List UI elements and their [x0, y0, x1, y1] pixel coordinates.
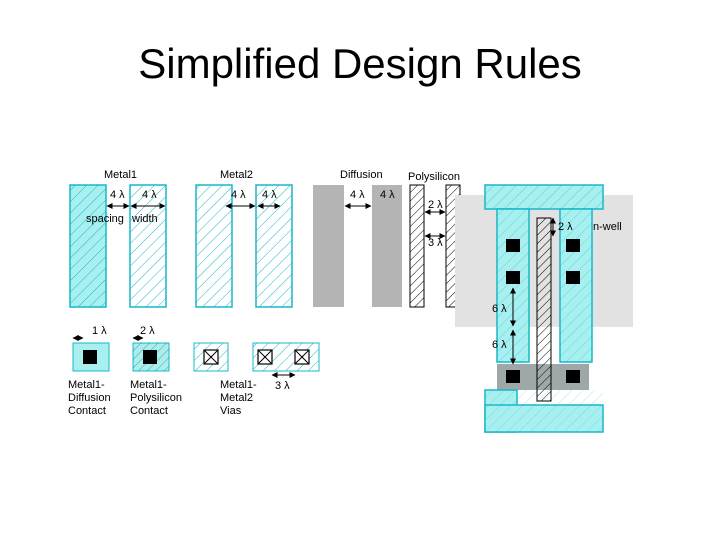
md-overlap-label: 1 λ: [92, 325, 107, 337]
metal1-width-label: 4 λ: [142, 189, 157, 201]
diffusion-space-label: 4 λ: [350, 189, 365, 201]
mp-contact-square: [143, 350, 157, 364]
via-icon-1: [203, 349, 219, 365]
diffusion-bar-right: [372, 185, 402, 307]
gate-upper-label: 6 λ: [492, 303, 507, 315]
metal2-label: Metal2: [220, 169, 253, 181]
metal1-label: Metal1: [104, 169, 137, 181]
nwell-gap-label: 2 λ: [558, 221, 573, 233]
width-label: width: [131, 213, 158, 225]
contact-6: [566, 370, 580, 383]
contact-5: [506, 370, 520, 383]
poly-width-label: 2 λ: [428, 199, 443, 211]
md-contact-line2: Diffusion: [68, 392, 111, 404]
md-contact-rule: 1 λ Metal1- Diffusion Contact: [68, 325, 111, 417]
md-contact-line1: Metal1-: [68, 379, 105, 391]
poly-gate: [536, 217, 552, 402]
metal2-space-label: 4 λ: [231, 189, 246, 201]
diffusion-width-label: 4 λ: [380, 189, 395, 201]
via-space-label: 3 λ: [275, 380, 290, 392]
metal1-space-label: 4 λ: [110, 189, 125, 201]
metal2-rule: Metal2 4 λ 4 λ: [195, 169, 293, 308]
diffusion-bar-left: [313, 185, 344, 307]
mp-contact-line1: Metal1-: [130, 379, 167, 391]
contact-2: [566, 239, 580, 252]
transistor-layout: 2 λ n-well 6 λ 6 λ: [455, 184, 633, 433]
via-icon-3: [294, 349, 310, 365]
diffusion-rule: Diffusion 4 λ 4 λ: [313, 169, 402, 307]
mp-overlap-label: 2 λ: [140, 325, 155, 337]
md-contact-square: [83, 350, 97, 364]
contact-3: [506, 271, 520, 284]
diffusion-label: Diffusion: [340, 169, 383, 181]
spacing-label: spacing: [86, 213, 124, 225]
poly-space-label: 3 λ: [428, 237, 443, 249]
metal2-width-label: 4 λ: [262, 189, 277, 201]
nwell-label: n-well: [593, 221, 622, 233]
vias-line3: Vias: [220, 405, 242, 417]
vias-line2: Metal2: [220, 392, 253, 404]
mp-contact-line2: Polysilicon: [130, 392, 182, 404]
vias-rule: 3 λ Metal1- Metal2 Vias: [193, 342, 320, 417]
vias-line1: Metal1-: [220, 379, 257, 391]
poly-bar-left: [409, 184, 425, 308]
slide-title: Simplified Design Rules: [138, 40, 582, 87]
metal1-rule: Metal1 4 λ 4 λ spacing width: [69, 169, 167, 308]
polysilicon-rule: Polysilicon 2 λ 3 λ: [408, 171, 461, 308]
via-icon-2: [257, 349, 273, 365]
gate-lower-label: 6 λ: [492, 339, 507, 351]
contact-1: [506, 239, 520, 252]
mp-contact-line3: Contact: [130, 405, 168, 417]
polysilicon-label: Polysilicon: [408, 171, 460, 183]
mp-contact-rule: 2 λ Metal1- Polysilicon Contact: [130, 325, 182, 417]
md-contact-line3: Contact: [68, 405, 106, 417]
contact-4: [566, 271, 580, 284]
